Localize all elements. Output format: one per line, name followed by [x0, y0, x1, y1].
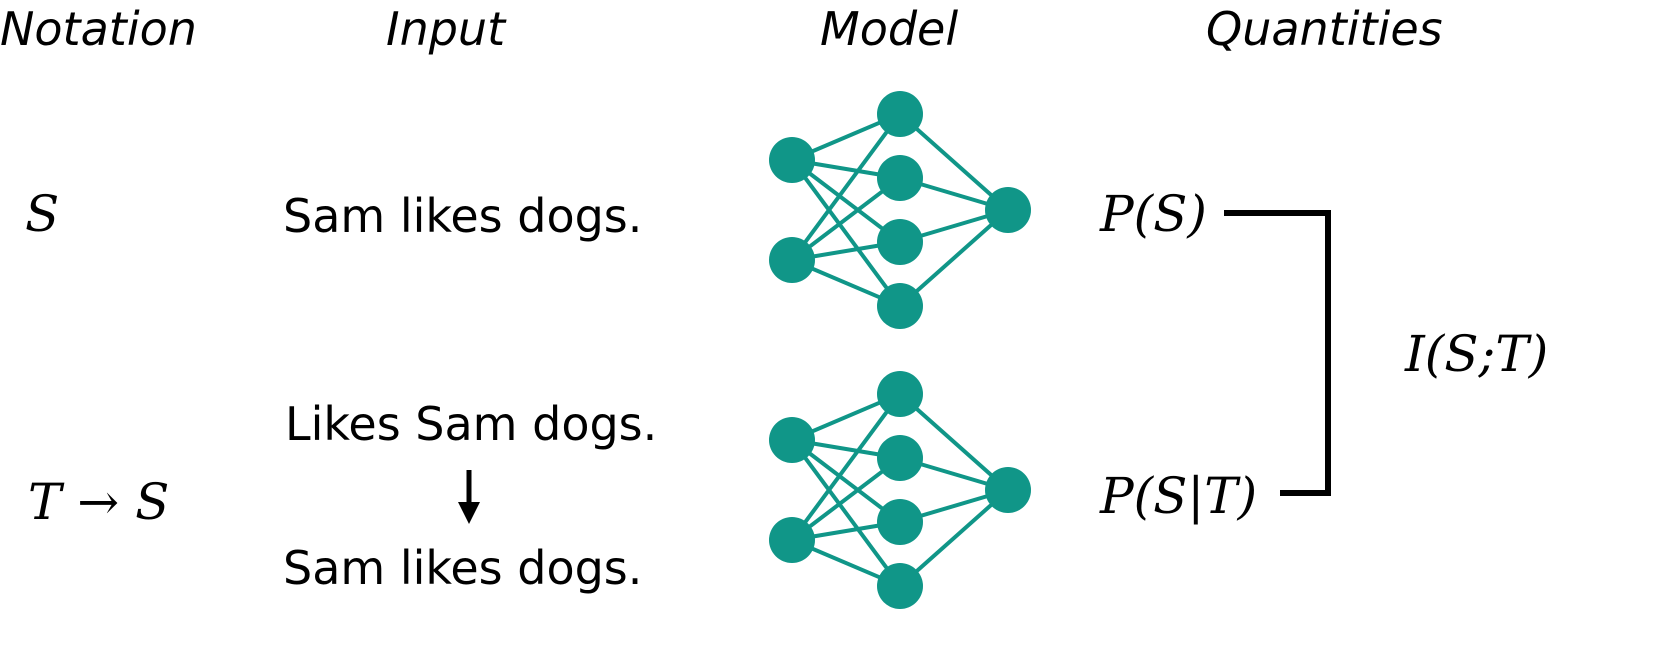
neural-network-icon — [769, 371, 1031, 609]
mutual-information-text: I(S;T) — [1405, 325, 1549, 383]
quantity-p-s-given-t: P(S|T) — [1100, 466, 1257, 526]
notation-arrow: → — [77, 473, 120, 531]
header-quantities: Quantities — [1206, 2, 1443, 56]
notation-t: T — [28, 473, 62, 531]
quantity-p-s-text: P(S) — [1100, 185, 1207, 243]
header-model: Model — [820, 2, 959, 56]
input-sentence-shuffled: Likes Sam dogs. — [285, 397, 658, 451]
input-sentence-2: Sam likes dogs. — [283, 541, 643, 595]
quantity-p-s-given-t-text: P(S|T) — [1100, 467, 1258, 525]
header-input: Input — [386, 2, 506, 56]
input-sentence-1: Sam likes dogs. — [283, 189, 643, 243]
quantity-p-s: P(S) — [1100, 184, 1207, 244]
notation-s2: S — [135, 473, 170, 531]
neural-network-icon — [769, 91, 1031, 329]
header-notation: Notation — [0, 2, 197, 56]
notation-s: S — [25, 185, 60, 243]
bracket-connector — [1224, 210, 1331, 496]
notation-t-to-s: T → S — [28, 472, 169, 532]
down-arrow-icon — [458, 470, 480, 524]
mutual-information: I(S;T) — [1405, 324, 1548, 384]
